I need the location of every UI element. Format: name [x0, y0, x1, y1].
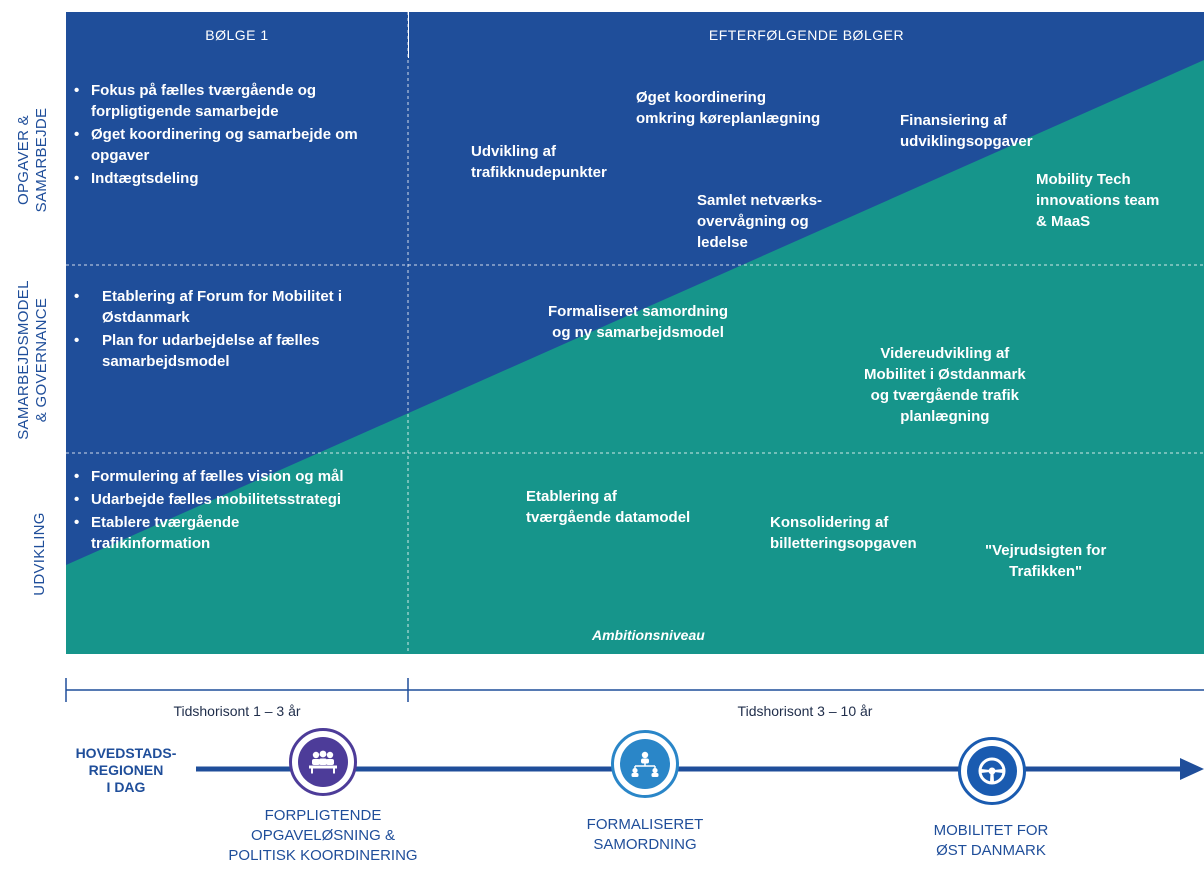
row-label-development: UDVIKLING [31, 512, 48, 596]
list-item: Plan for udarbejdelse af fælles samarbej… [68, 330, 378, 372]
item-vejrudsigten: "Vejrudsigten for Trafikken" [985, 542, 1107, 580]
wave1-header-label: BØLGE 1 [205, 27, 269, 43]
item-trafikknudepunkter: Udvikling af trafikknudepunkter [471, 143, 607, 181]
meeting-icon [309, 750, 337, 774]
item-videreudvikling: Videreudvikling af Mobilitet i Østdanmar… [864, 345, 1026, 425]
milestone-circle-3-inner [967, 746, 1017, 796]
later-waves-header: EFTERFØLGENDE BØLGER [409, 12, 1204, 58]
list-item: Etablere tværgående trafikinformation [68, 512, 291, 554]
timeline-label-long: Tidshorisont 3 – 10 år [737, 703, 873, 719]
wave1-governance-list: Etablering af Forum for Mobilitet i Østd… [68, 286, 378, 374]
item-koreplanlaegning: Øget koordinering omkring køreplanlægnin… [636, 89, 821, 127]
item-mobility-tech: Mobility Tech innovations team & MaaS [1036, 171, 1160, 230]
item-finansiering: Finansiering af udviklingsopgaver [900, 112, 1033, 150]
milestone-circle-2 [611, 730, 679, 798]
row-label-governance: SAMARBEJDSMODEL & GOVERNANCE [15, 280, 50, 440]
later-waves-header-label: EFTERFØLGENDE BØLGER [708, 27, 905, 43]
steering-wheel-icon [978, 757, 1006, 785]
list-item: Formulering af fælles vision og mål [68, 466, 408, 487]
milestone-circle-3 [958, 737, 1026, 805]
milestone-label-2: FORMALISERET SAMORDNING [586, 816, 704, 853]
milestone-label-1: FORPLIGTENDE OPGAVELØSNING & POLITISK KO… [228, 807, 418, 864]
row-label-tasks: OPGAVER & SAMARBEJDE [15, 107, 50, 213]
item-netvaerksovervaagning: Samlet netværks- overvågning og ledelse [697, 192, 823, 251]
list-item: Øget koordinering og samarbejde om opgav… [68, 124, 398, 166]
progression-arrow-head [1180, 758, 1204, 780]
list-item: Fokus på fælles tværgående og forpligtig… [68, 80, 398, 122]
start-label: HOVEDSTADS- REGIONEN I DAG [75, 745, 177, 795]
wave1-development-list: Formulering af fælles vision og mål Udar… [68, 466, 408, 556]
milestone-circle-1 [289, 728, 357, 796]
network-icon [631, 751, 659, 777]
item-datamodel: Etablering af tværgående datamodel [526, 488, 691, 526]
list-item: Etablering af Forum for Mobilitet i Østd… [68, 286, 378, 328]
item-formaliseret-samordning: Formaliseret samordning og ny samarbejds… [548, 303, 729, 341]
milestone-label-3: MOBILITET FOR ØST DANMARK [933, 822, 1049, 859]
item-billettering: Konsolidering af billetteringsopgaven [770, 514, 917, 552]
milestone-circle-2-inner [620, 739, 670, 789]
wave1-header: BØLGE 1 [66, 12, 408, 58]
timeline-label-short: Tidshorisont 1 – 3 år [173, 703, 301, 719]
wave1-tasks-list: Fokus på fælles tværgående og forpligtig… [68, 80, 398, 191]
milestone-circle-1-inner [298, 737, 348, 787]
list-item: Udarbejde fælles mobilitetsstrategi [68, 489, 408, 510]
list-item: Indtægtsdeling [68, 168, 398, 189]
ambition-level-label: Ambitionsniveau [592, 627, 705, 643]
